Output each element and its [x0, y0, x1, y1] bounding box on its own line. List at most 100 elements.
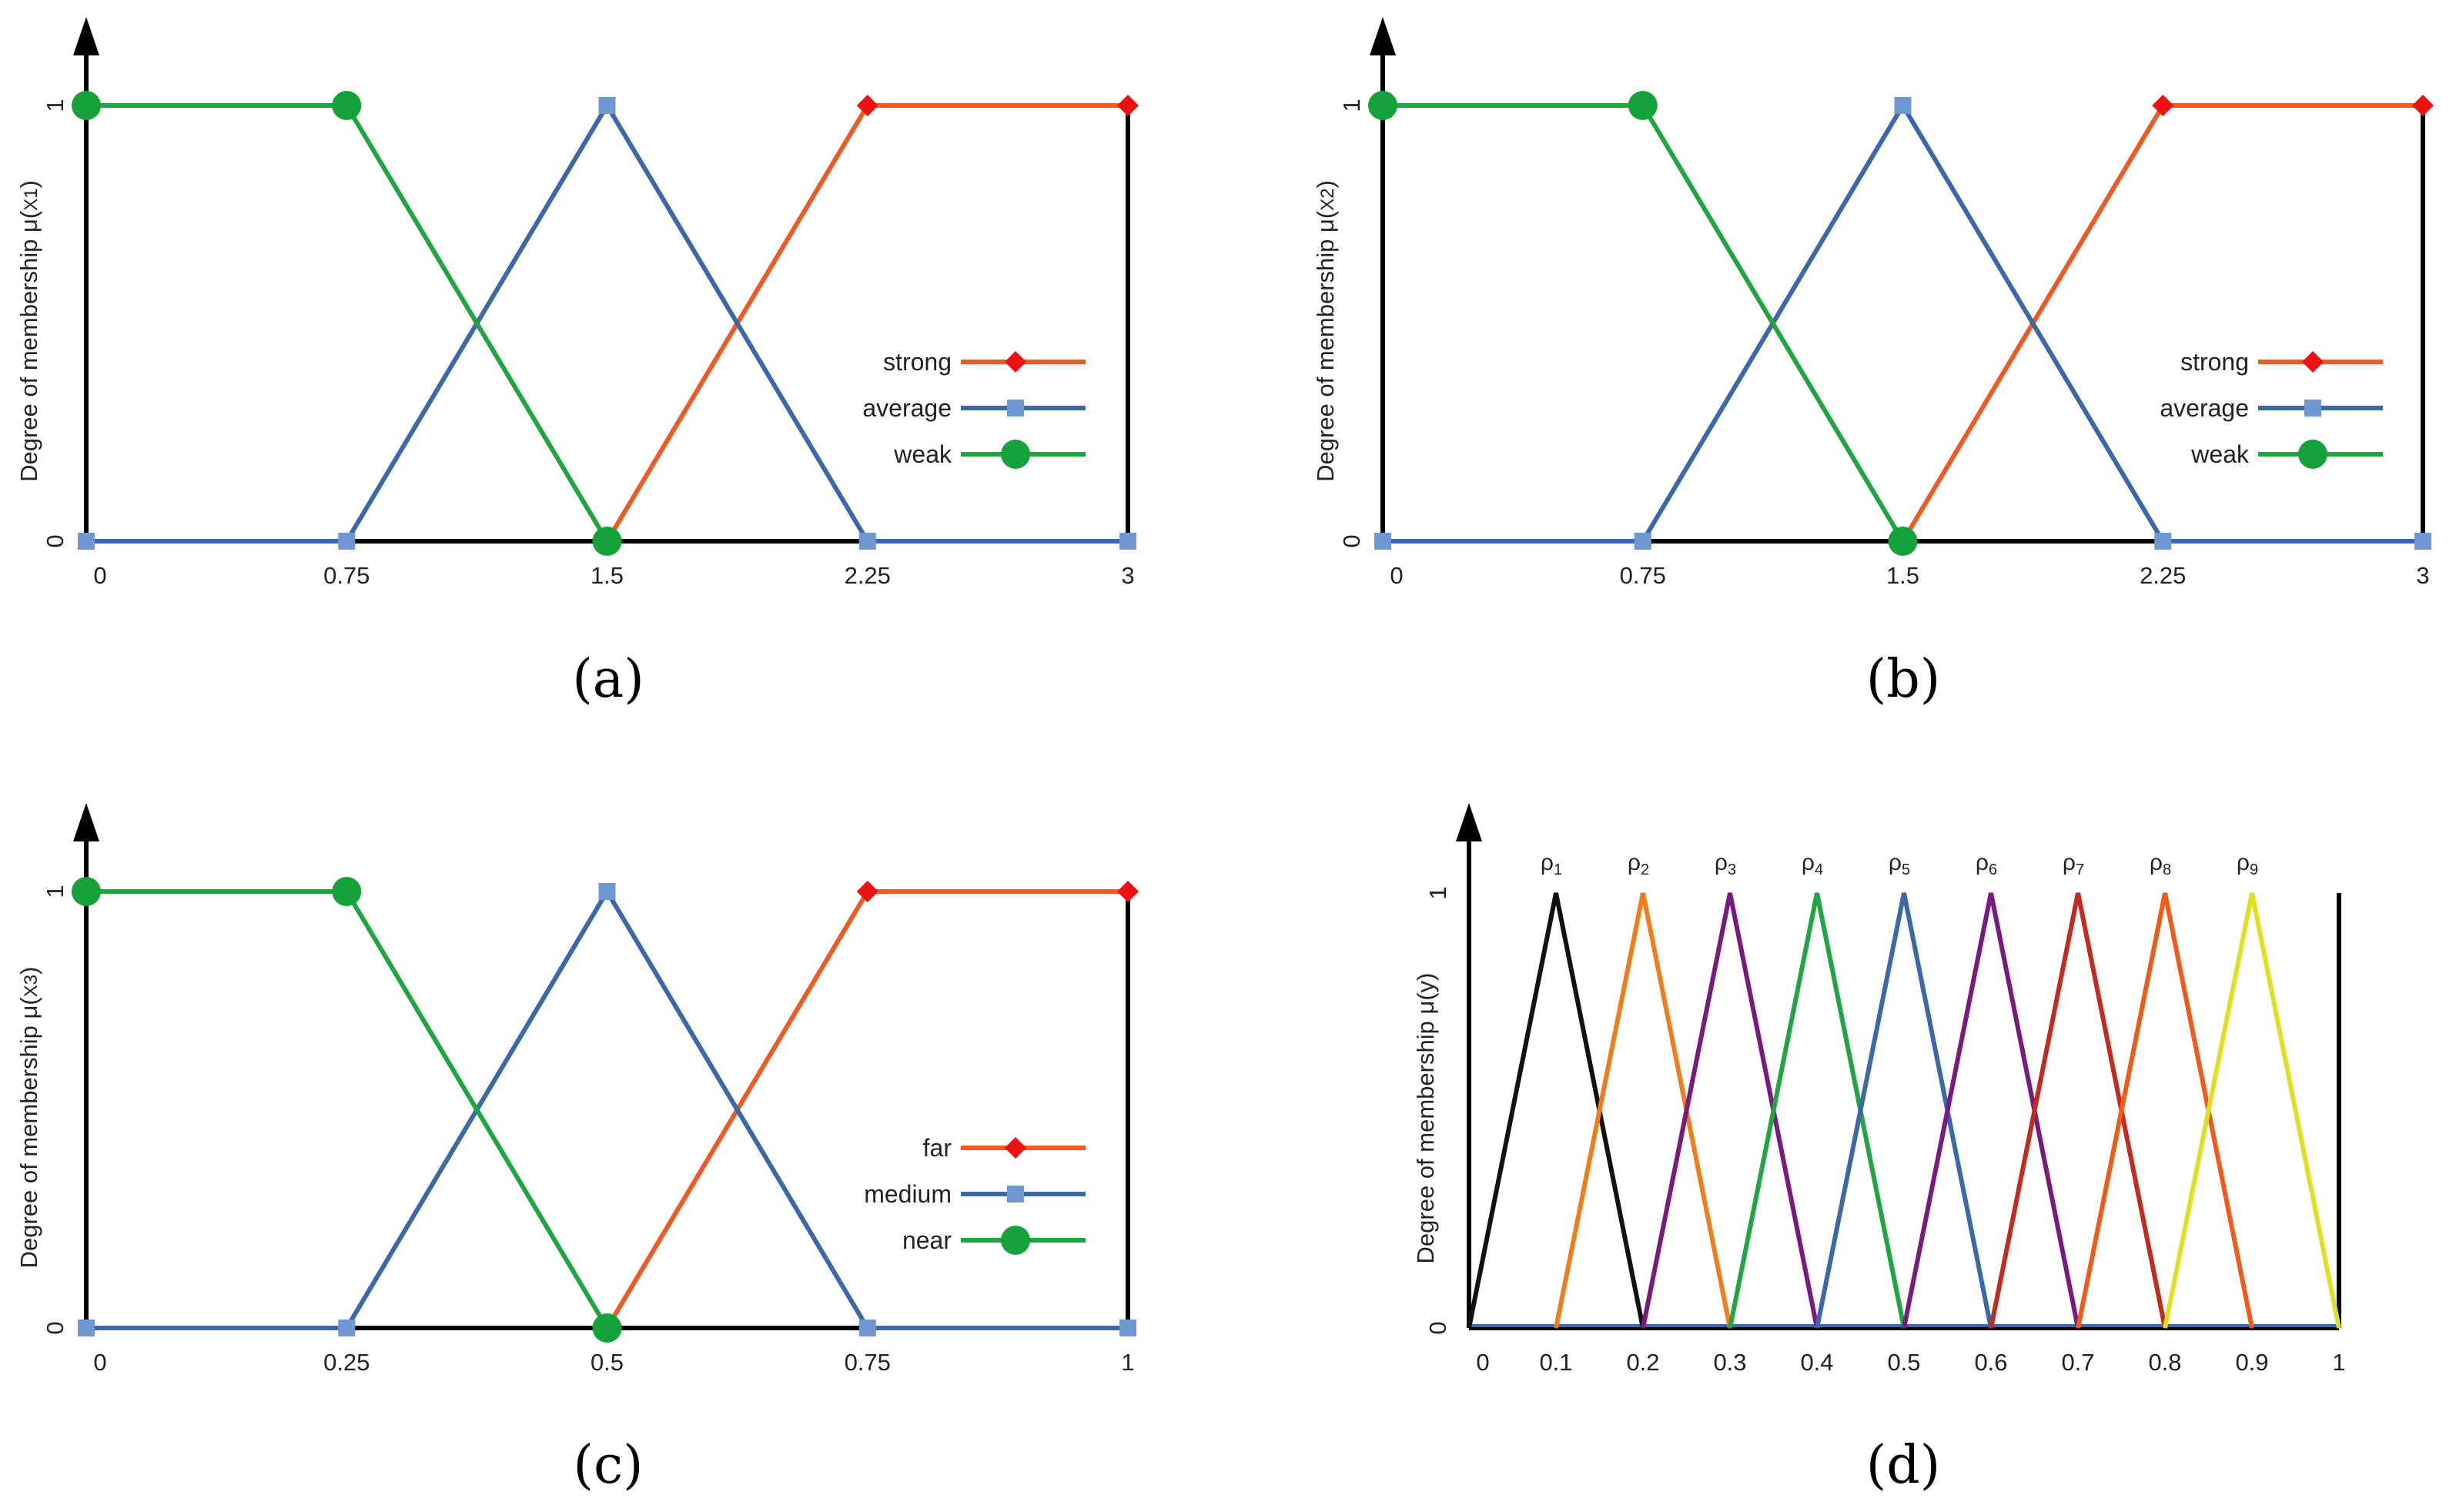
legend-marker [1001, 440, 1030, 469]
legend-entry: far [923, 1134, 1086, 1162]
y-axis-label-sub: X2 [1317, 188, 1338, 210]
x-tick-label: 0.1 [1539, 1349, 1572, 1376]
series-line [1902, 892, 2080, 1329]
x-tick-label: 2.25 [845, 562, 891, 589]
y-axis-arrow [73, 17, 99, 55]
series-line [86, 101, 1128, 544]
x-tick-label: 0.4 [1800, 1349, 1833, 1376]
data-point [78, 1320, 95, 1336]
peak-label: ρ6 [1976, 850, 1997, 878]
x-tick-label: 0 [1476, 1349, 1489, 1376]
peak-label-rho: ρ [1541, 850, 1554, 875]
y-tick-label: 0 [42, 1321, 69, 1334]
x-tick-label: 0.5 [1887, 1349, 1920, 1376]
peak-label-rho: ρ [1889, 850, 1902, 875]
peak-label: ρ5 [1889, 850, 1910, 878]
legend-entry: strong [883, 348, 1086, 376]
x-tick-label: 1.5 [591, 562, 624, 589]
y-axis-label-main: Degree of membership μ( [1312, 210, 1339, 482]
data-point [1634, 533, 1651, 550]
y-axis-label-main: Degree of membership μ( [15, 997, 42, 1269]
x-tick-label: 0.25 [323, 1349, 370, 1376]
y-tick-label: 0 [1424, 1321, 1451, 1334]
legend-label: weak [893, 440, 952, 468]
peak-label-rho: ρ [1628, 850, 1641, 875]
data-point [2152, 95, 2174, 116]
series-0 [1892, 95, 2434, 552]
x-tick-label: 0.75 [845, 1349, 891, 1376]
peak-label-rho: ρ [2063, 850, 2076, 875]
panel-caption: (c) [573, 1435, 643, 1496]
y-tick-label: 0 [1338, 534, 1365, 547]
y-axis-label-main: Degree of membership μ( [15, 210, 42, 482]
y-axis-label: Degree of membership μ(y) [1412, 973, 1439, 1264]
series-line [2163, 892, 2341, 1329]
legend-label: far [923, 1134, 952, 1162]
y-tick-label: 1 [1424, 886, 1451, 899]
series-8: ρ9 [2163, 850, 2341, 1329]
y-tick-label: 1 [42, 885, 69, 898]
x-tick-label: 3 [2416, 562, 2429, 589]
x-tick-label: 1.5 [1886, 562, 1919, 589]
peak-label-sub: 2 [1641, 861, 1649, 878]
y-axis-label: Degree of membership μ(X1) [15, 180, 42, 482]
series-line [1641, 892, 1819, 1329]
x-tick-label: 3 [1121, 562, 1134, 589]
peak-label-sub: 3 [1728, 861, 1736, 878]
series-1 [1374, 97, 2431, 550]
data-point [592, 527, 622, 556]
series-4: ρ5 [1815, 850, 1993, 1329]
series-0 [596, 95, 1139, 552]
data-point [2154, 533, 2172, 550]
data-point [332, 91, 362, 120]
data-point [2412, 95, 2434, 116]
legend-entry: average [862, 394, 1086, 422]
series-1 [78, 97, 1136, 550]
y-axis-arrow [1456, 803, 1482, 841]
peak-label-rho: ρ [1715, 850, 1728, 875]
peak-label-rho: ρ [1802, 850, 1815, 875]
data-point [598, 97, 616, 114]
data-point [1119, 533, 1136, 550]
peak-label: ρ3 [1715, 850, 1736, 878]
y-axis-label-main: Degree of membership μ(y) [1412, 973, 1439, 1264]
legend-label: weak [2190, 440, 2250, 468]
data-point [338, 1320, 356, 1336]
data-point [858, 1320, 876, 1336]
series-1: ρ2 [1554, 850, 1732, 1329]
data-point [78, 533, 95, 550]
x-tick-label: 0.3 [1713, 1349, 1746, 1376]
series-line [1383, 101, 2423, 544]
data-point [2414, 533, 2431, 550]
y-tick-label: 0 [42, 534, 69, 547]
y-tick-label: 1 [1338, 99, 1365, 112]
series-2 [1368, 91, 1918, 556]
series-line [1467, 892, 1645, 1329]
data-point [1119, 1320, 1136, 1336]
x-tick-label: 0 [1390, 562, 1403, 589]
y-tick-label: 1 [42, 99, 69, 112]
x-tick-label: 0.8 [2148, 1349, 2181, 1376]
peak-label: ρ2 [1628, 850, 1649, 878]
peak-label: ρ1 [1541, 850, 1562, 878]
legend-marker [1005, 351, 1026, 373]
peak-label-rho: ρ [1976, 850, 1989, 875]
data-point [856, 881, 878, 902]
series-line [1728, 892, 1906, 1329]
peak-label-rho: ρ [2237, 850, 2250, 875]
y-axis-label-tail: ) [15, 967, 42, 975]
x-tick-label: 0 [93, 1349, 106, 1376]
peak-label-sub: 1 [1554, 861, 1562, 878]
series-7: ρ8 [2076, 850, 2254, 1329]
legend-marker [2298, 440, 2327, 469]
data-point [1368, 91, 1397, 120]
data-point [1374, 533, 1391, 550]
peak-label-sub: 4 [1815, 861, 1823, 878]
panel-caption: (d) [1866, 1435, 1941, 1496]
series-line [1815, 892, 1993, 1329]
legend-marker [1007, 1186, 1024, 1203]
